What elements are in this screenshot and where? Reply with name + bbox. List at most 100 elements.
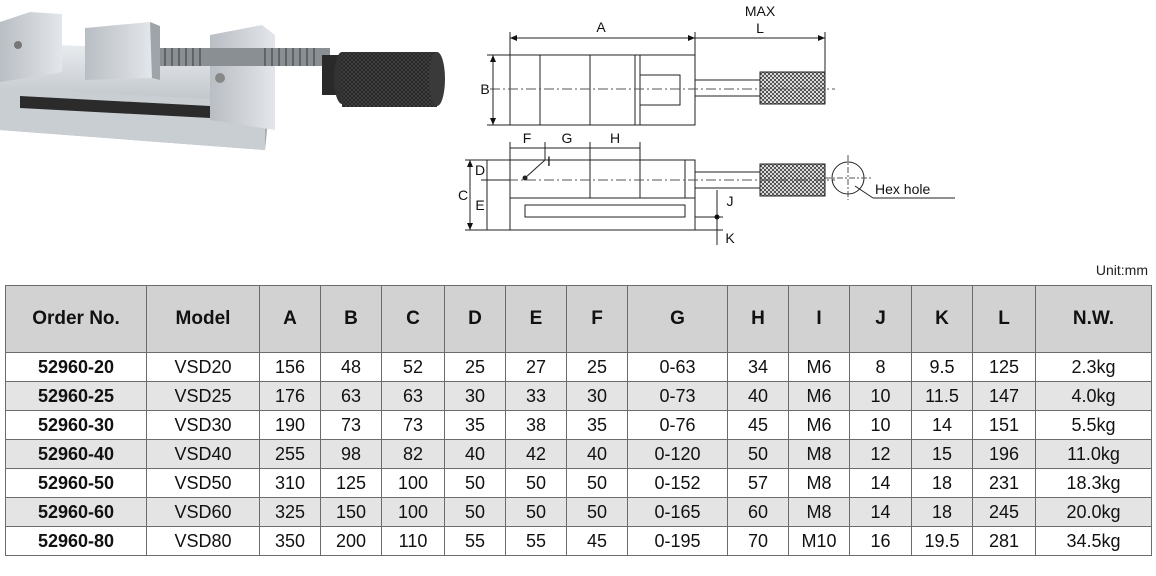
col-l: L — [972, 285, 1036, 353]
cell-k: 9.5 — [911, 352, 973, 382]
col-k: K — [911, 285, 973, 353]
cell-f: 30 — [566, 381, 628, 411]
cell-b: 73 — [320, 410, 382, 440]
vise-photo — [0, 12, 445, 150]
col-h: H — [727, 285, 789, 353]
cell-e: 50 — [505, 468, 567, 498]
cell-j: 16 — [849, 526, 912, 556]
cell-h: 57 — [727, 468, 789, 498]
cell-c: 73 — [381, 410, 445, 440]
cell-b: 98 — [320, 439, 382, 469]
cell-h: 34 — [727, 352, 789, 382]
label-c: C — [458, 187, 468, 203]
unit-label: Unit:mm — [1095, 262, 1148, 278]
col-i: I — [788, 285, 850, 353]
col-j: J — [849, 285, 912, 353]
cell-a: 255 — [259, 439, 321, 469]
cell-a: 176 — [259, 381, 321, 411]
cell-j: 14 — [849, 497, 912, 527]
cell-order-no: 52960-80 — [5, 526, 147, 556]
hex-hole-label: Hex hole — [875, 181, 930, 197]
cell-model: VSD40 — [146, 439, 260, 469]
col-c: C — [381, 285, 445, 353]
cell-b: 200 — [320, 526, 382, 556]
cell-i: M6 — [788, 410, 850, 440]
cell-d: 55 — [444, 526, 506, 556]
label-e: E — [475, 197, 484, 213]
cell-i: M10 — [788, 526, 850, 556]
spec-table-header: Order No. Model A B C D E F G H I J K L … — [5, 285, 1152, 353]
cell-d: 40 — [444, 439, 506, 469]
cell-b: 63 — [320, 381, 382, 411]
cell-l: 125 — [972, 352, 1036, 382]
cell-c: 100 — [381, 468, 445, 498]
cell-g: 0-152 — [627, 468, 728, 498]
cell-nw: 18.3kg — [1035, 468, 1152, 498]
cell-a: 350 — [259, 526, 321, 556]
col-order-no: Order No. — [5, 285, 147, 353]
label-a: A — [596, 19, 606, 35]
cell-order-no: 52960-20 — [5, 352, 147, 382]
cell-g: 0-120 — [627, 439, 728, 469]
col-nw: N.W. — [1035, 285, 1152, 353]
cell-k: 14 — [911, 410, 973, 440]
cell-g: 0-76 — [627, 410, 728, 440]
cell-a: 325 — [259, 497, 321, 527]
cell-b: 150 — [320, 497, 382, 527]
spec-table: Order No. Model A B C D E F G H I J K L … — [5, 285, 1152, 556]
cell-g: 0-63 — [627, 352, 728, 382]
cell-j: 10 — [849, 381, 912, 411]
col-a: A — [259, 285, 321, 353]
cell-f: 50 — [566, 497, 628, 527]
cell-k: 18 — [911, 497, 973, 527]
label-h: H — [610, 130, 620, 146]
cell-nw: 34.5kg — [1035, 526, 1152, 556]
cell-order-no: 52960-40 — [5, 439, 147, 469]
cell-c: 63 — [381, 381, 445, 411]
cell-e: 27 — [505, 352, 567, 382]
cell-a: 310 — [259, 468, 321, 498]
col-f: F — [566, 285, 628, 353]
label-f: F — [523, 130, 532, 146]
label-d: D — [475, 162, 485, 178]
cell-order-no: 52960-25 — [5, 381, 147, 411]
cell-f: 45 — [566, 526, 628, 556]
cell-model: VSD25 — [146, 381, 260, 411]
cell-e: 55 — [505, 526, 567, 556]
cell-i: M8 — [788, 468, 850, 498]
label-j: J — [727, 193, 734, 209]
cell-g: 0-165 — [627, 497, 728, 527]
header-row: Order No. Model A B C D E F G H I J K L … — [5, 285, 1152, 353]
label-i: I — [547, 153, 551, 169]
cell-h: 45 — [727, 410, 789, 440]
cell-h: 40 — [727, 381, 789, 411]
cell-a: 190 — [259, 410, 321, 440]
cell-f: 40 — [566, 439, 628, 469]
cell-b: 125 — [320, 468, 382, 498]
cell-e: 50 — [505, 497, 567, 527]
cell-nw: 20.0kg — [1035, 497, 1152, 527]
cell-h: 70 — [727, 526, 789, 556]
cell-l: 231 — [972, 468, 1036, 498]
col-b: B — [320, 285, 382, 353]
cell-l: 281 — [972, 526, 1036, 556]
cell-k: 18 — [911, 468, 973, 498]
col-d: D — [444, 285, 506, 353]
cell-nw: 2.3kg — [1035, 352, 1152, 382]
cell-i: M8 — [788, 497, 850, 527]
cell-g: 0-195 — [627, 526, 728, 556]
cell-j: 14 — [849, 468, 912, 498]
cell-nw: 11.0kg — [1035, 439, 1152, 469]
cell-order-no: 52960-50 — [5, 468, 147, 498]
col-g: G — [627, 285, 728, 353]
cell-c: 52 — [381, 352, 445, 382]
label-g: G — [562, 130, 573, 146]
cell-model: VSD80 — [146, 526, 260, 556]
label-max: MAX — [745, 3, 776, 19]
